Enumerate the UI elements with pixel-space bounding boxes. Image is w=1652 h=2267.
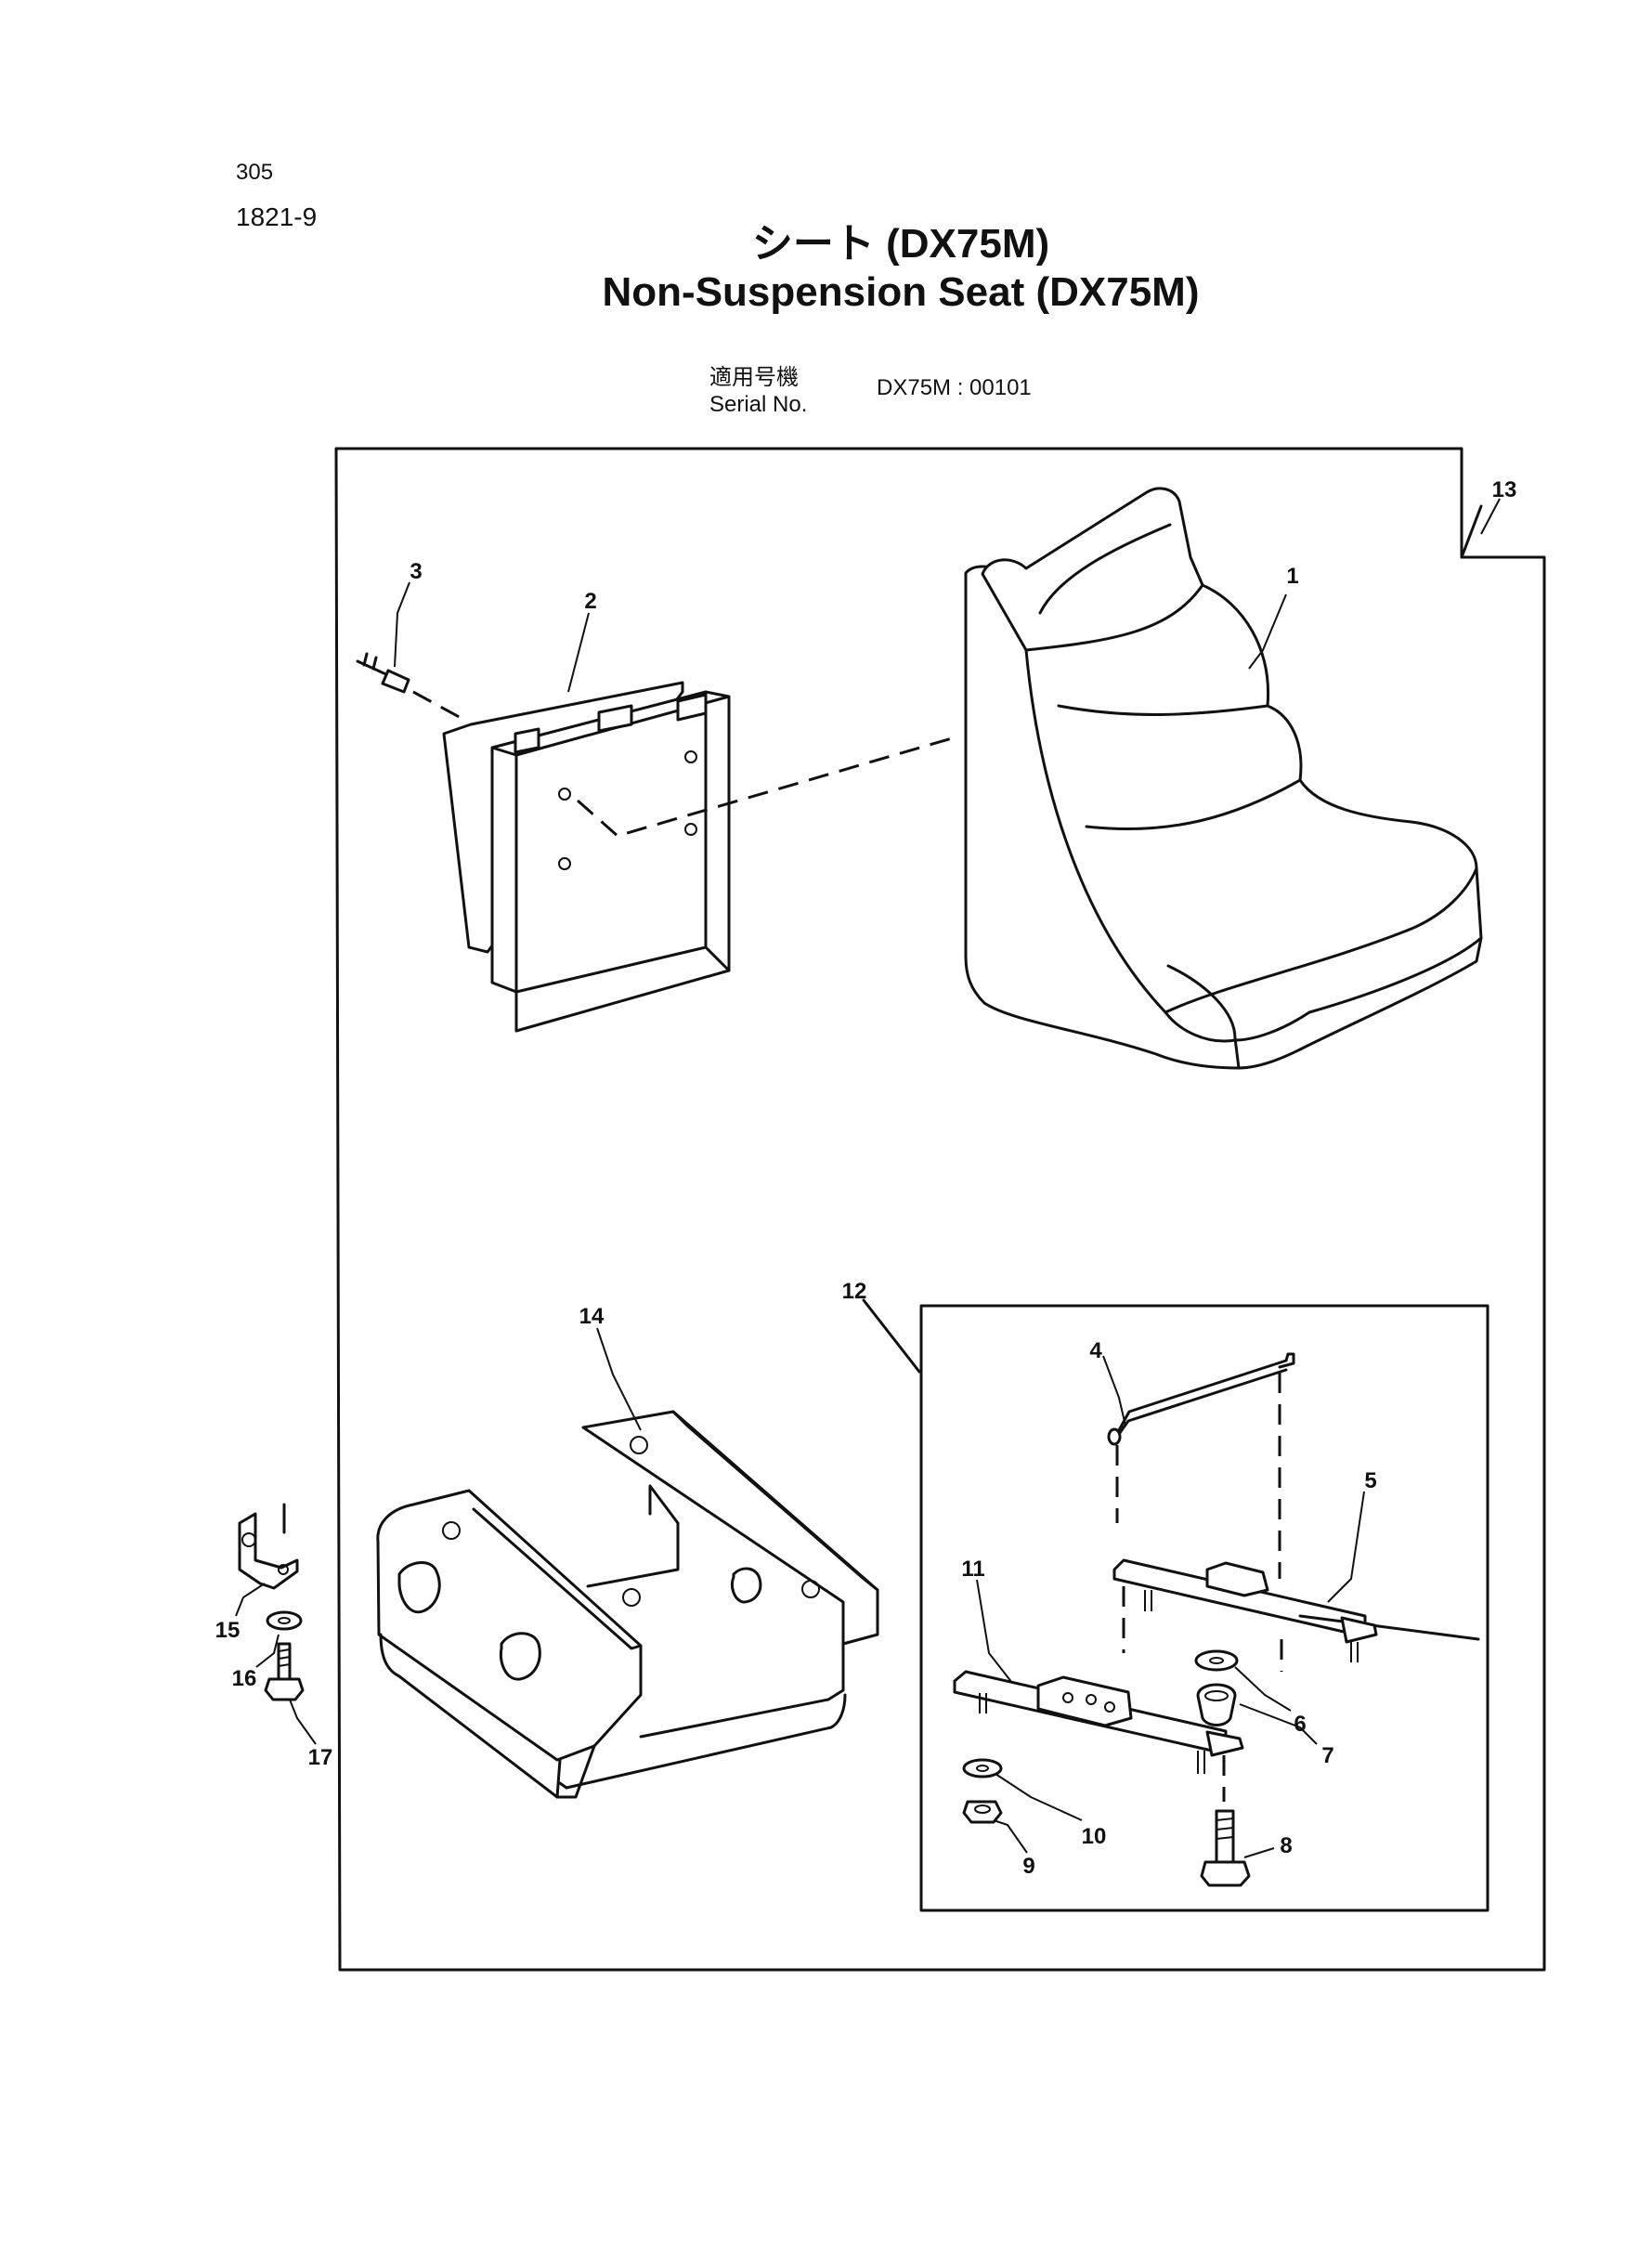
bracket-washer-bolt-drawing	[238, 1503, 305, 1701]
page-number: 305	[236, 160, 274, 185]
assembly-frame	[334, 447, 1546, 1972]
callout-13: 13	[1492, 477, 1517, 502]
callout-1: 1	[1286, 564, 1298, 589]
callout-5: 5	[1364, 1468, 1376, 1493]
callout-7: 7	[1321, 1743, 1333, 1768]
inset-parts-drawing	[953, 1352, 1480, 1887]
serial-value: DX75M : 00101	[877, 375, 1032, 400]
callout-6: 6	[1294, 1712, 1306, 1737]
callout-labels: 1 2 3 4 5 6 7 8 9 10 11 12 13 14 15 16 1…	[215, 477, 1517, 1879]
seat-cushion-drawing	[964, 487, 1483, 1070]
callout-2: 2	[584, 589, 596, 614]
seat-stand-drawing	[376, 1410, 879, 1799]
callout-15: 15	[215, 1618, 241, 1643]
callout-4: 4	[1089, 1338, 1102, 1363]
leader-lines	[235, 498, 1501, 1858]
seat-back-panel-drawing	[442, 681, 953, 1033]
callout-10: 10	[1082, 1824, 1107, 1849]
figure-number: 1821-9	[236, 202, 318, 231]
callout-14: 14	[579, 1304, 605, 1329]
callout-11: 11	[961, 1557, 984, 1582]
callout-9: 9	[1022, 1854, 1034, 1879]
serial-label-english: Serial No.	[709, 392, 808, 417]
callout-12: 12	[842, 1279, 867, 1304]
serial-label-japanese: 適用号機	[709, 365, 799, 390]
rivet-pin-drawing	[356, 652, 465, 722]
callout-8: 8	[1280, 1833, 1292, 1858]
callout-16: 16	[232, 1666, 257, 1691]
callout-3: 3	[410, 559, 422, 584]
inset-box-group-12	[919, 1304, 1489, 1912]
title-japanese: シート (DX75M)	[751, 221, 1050, 267]
title-english: Non-Suspension Seat (DX75M)	[602, 269, 1200, 315]
callout-17: 17	[308, 1745, 333, 1770]
